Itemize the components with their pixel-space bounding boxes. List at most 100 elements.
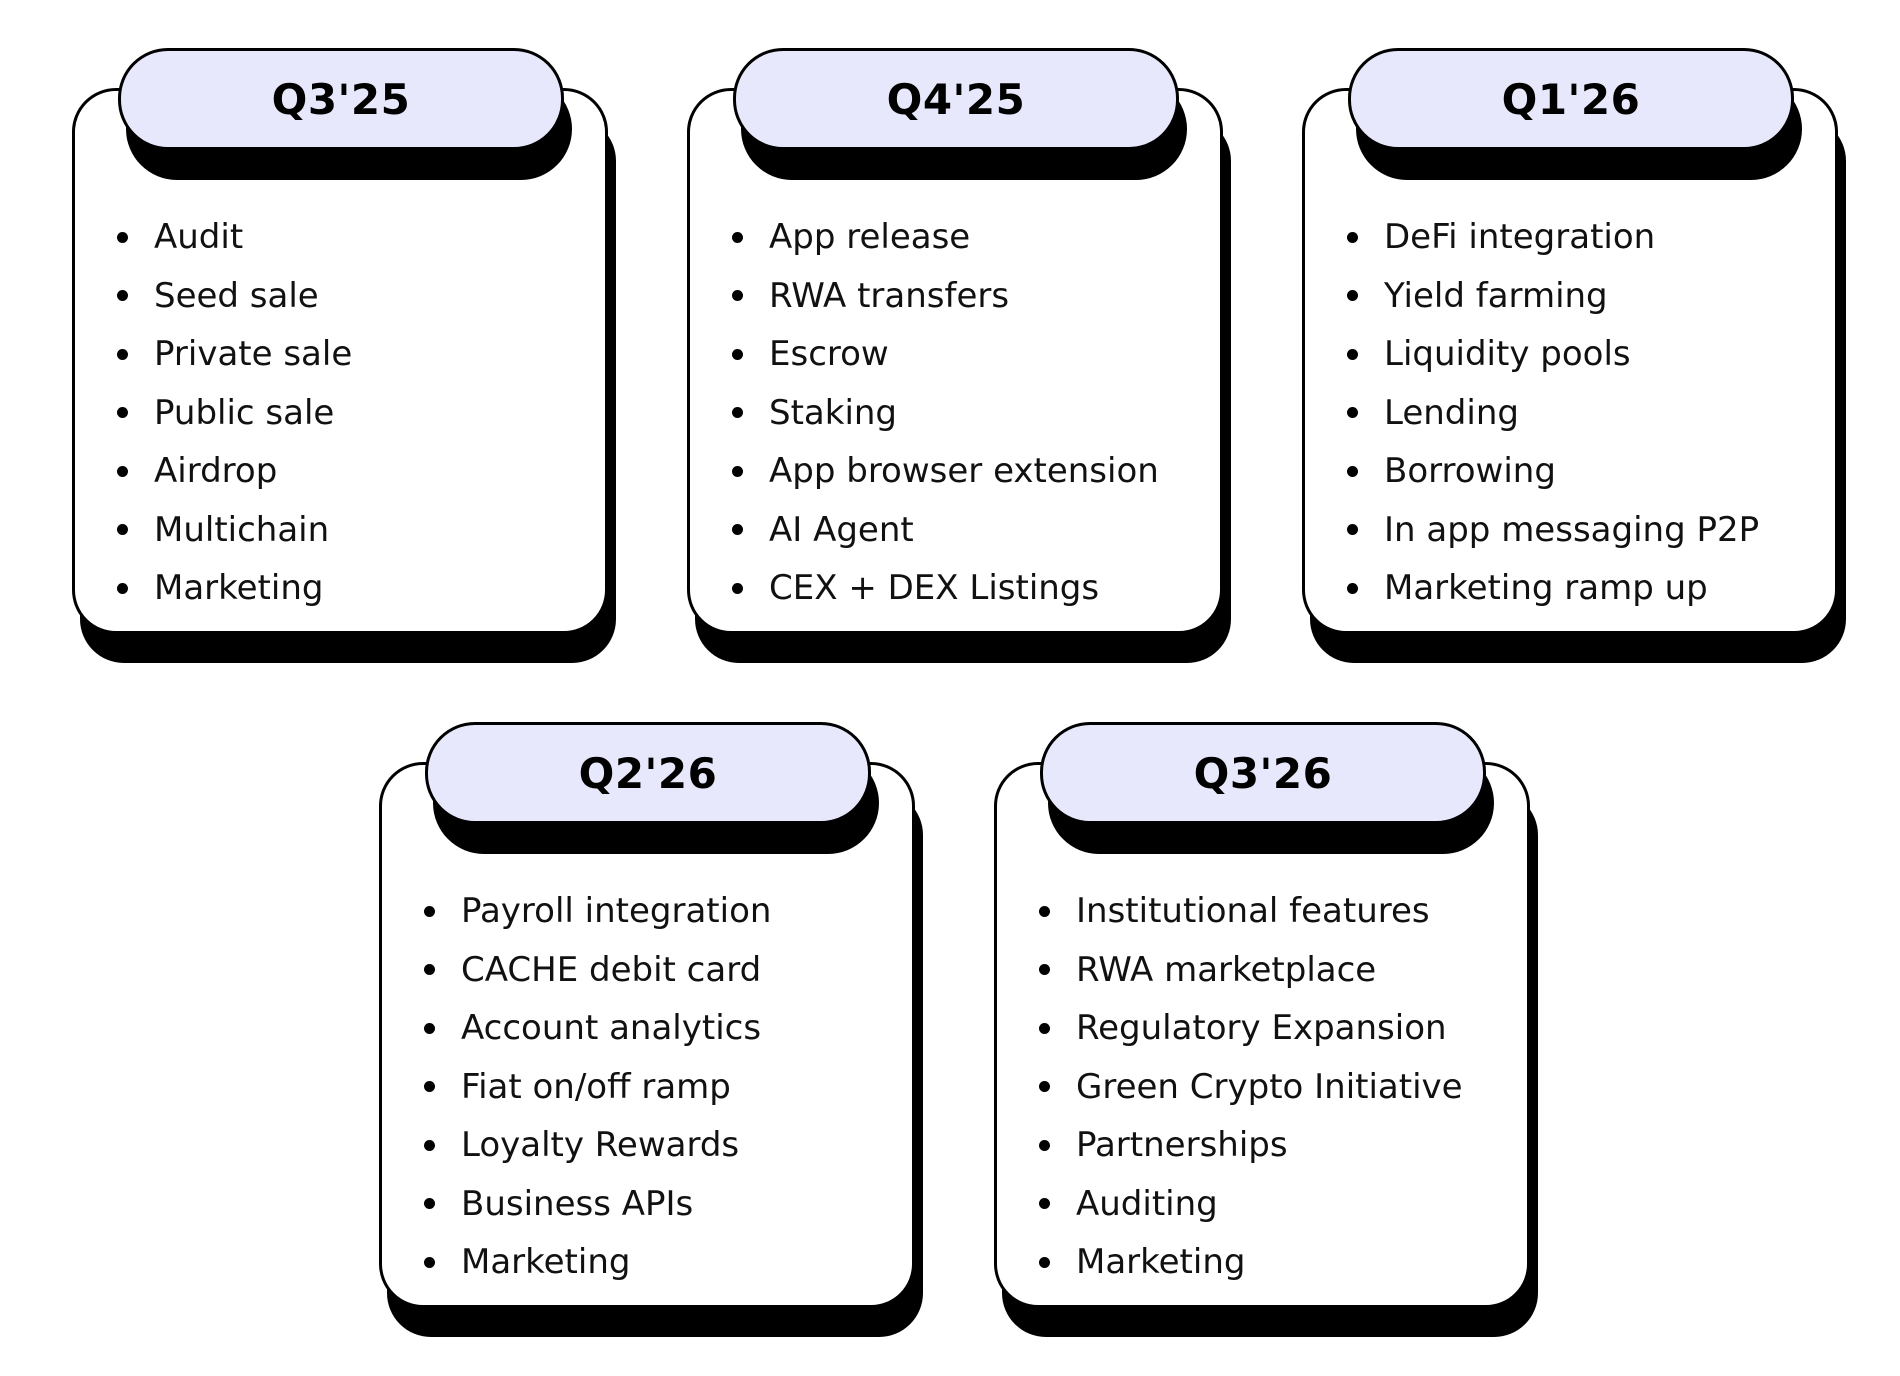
bullet-icon (1347, 231, 1358, 243)
bullet-icon (732, 348, 743, 360)
list-item: Partnerships (1039, 1116, 1463, 1175)
list-item-text: Business APIs (461, 1183, 694, 1224)
list-item-text: Yield farming (1384, 275, 1608, 316)
list-item: Yield farming (1347, 267, 1759, 326)
list-item: Regulatory Expansion (1039, 999, 1463, 1058)
bullet-icon (732, 290, 743, 302)
list-item-text: CACHE debit card (461, 949, 762, 990)
bullet-icon (1039, 905, 1050, 917)
list-item: RWA transfers (732, 267, 1159, 326)
bullet-icon (1347, 524, 1358, 536)
list-item: Airdrop (117, 442, 352, 501)
bullet-icon (1347, 290, 1358, 302)
phase-label: Q3'25 (271, 74, 411, 124)
phase-label: Q3'26 (1193, 748, 1333, 798)
bullet-icon (732, 407, 743, 419)
list-item-text: AI Agent (769, 509, 914, 550)
list-item-text: Marketing (461, 1242, 631, 1283)
list-item-text: Staking (769, 392, 898, 433)
list-item: CACHE debit card (424, 941, 771, 1000)
list-item-text: App release (769, 217, 971, 258)
list-item-text: Green Crypto Initiative (1076, 1066, 1463, 1107)
list-item: Marketing (424, 1233, 771, 1292)
list-item-text: Marketing (1076, 1242, 1246, 1283)
list-item: Fiat on/off ramp (424, 1058, 771, 1117)
list-item: Loyalty Rewards (424, 1116, 771, 1175)
list-item-text: In app messaging P2P (1384, 509, 1760, 550)
bullet-icon (1039, 1198, 1050, 1210)
bullet-icon (424, 1081, 435, 1093)
list-item: DeFi integration (1347, 208, 1759, 267)
list-item-text: Borrowing (1384, 451, 1556, 492)
bullet-icon (424, 1022, 435, 1034)
bullet-icon (1039, 1022, 1050, 1034)
list-item-text: RWA marketplace (1076, 949, 1377, 990)
list-item-text: Multichain (154, 509, 330, 550)
list-item-text: CEX + DEX Listings (769, 568, 1100, 609)
bullet-icon (117, 582, 128, 594)
list-item-text: Payroll integration (461, 891, 772, 932)
list-item: CEX + DEX Listings (732, 559, 1159, 618)
list-item-text: Account analytics (461, 1008, 762, 1049)
list-item: Marketing ramp up (1347, 559, 1759, 618)
bullet-icon (1039, 964, 1050, 976)
bullet-icon (424, 905, 435, 917)
list-item: Liquidity pools (1347, 325, 1759, 384)
list-item: Audit (117, 208, 352, 267)
list-item-text: Private sale (154, 334, 353, 375)
list-item: App browser extension (732, 442, 1159, 501)
list-item-text: Escrow (769, 334, 889, 375)
list-item-text: Auditing (1076, 1183, 1218, 1224)
bullet-icon (117, 290, 128, 302)
list-item-text: Regulatory Expansion (1076, 1008, 1447, 1049)
list-item: In app messaging P2P (1347, 501, 1759, 560)
bullet-icon (1347, 582, 1358, 594)
phase-label: Q4'25 (886, 74, 1026, 124)
list-item: Lending (1347, 384, 1759, 443)
list-item: Staking (732, 384, 1159, 443)
bullet-icon (1347, 465, 1358, 477)
bullet-icon (424, 1139, 435, 1151)
bullet-icon (117, 524, 128, 536)
list-item: Borrowing (1347, 442, 1759, 501)
list-item: Green Crypto Initiative (1039, 1058, 1463, 1117)
list-item-text: Loyalty Rewards (461, 1125, 740, 1166)
bullet-icon (1039, 1256, 1050, 1268)
phase-label: Q1'26 (1501, 74, 1641, 124)
list-item: RWA marketplace (1039, 941, 1463, 1000)
list-item: Private sale (117, 325, 352, 384)
list-item: Public sale (117, 384, 352, 443)
list-item: Payroll integration (424, 882, 771, 941)
bullet-icon (117, 348, 128, 360)
list-item-text: Audit (154, 217, 244, 258)
list-item: Marketing (1039, 1233, 1463, 1292)
list-item: Auditing (1039, 1175, 1463, 1234)
list-item-text: Marketing (154, 568, 324, 609)
list-item: Business APIs (424, 1175, 771, 1234)
phase-label: Q2'26 (578, 748, 718, 798)
bullet-icon (424, 964, 435, 976)
list-item-text: Seed sale (154, 275, 319, 316)
bullet-icon (732, 465, 743, 477)
bullet-icon (424, 1256, 435, 1268)
list-item-text: Marketing ramp up (1384, 568, 1708, 609)
list-item-text: RWA transfers (769, 275, 1010, 316)
list-item-text: Institutional features (1076, 891, 1430, 932)
list-item: Escrow (732, 325, 1159, 384)
phase-header-pill: Q1'26 (1348, 48, 1794, 150)
bullet-icon (1347, 407, 1358, 419)
list-item: App release (732, 208, 1159, 267)
bullet-icon (732, 231, 743, 243)
bullet-icon (1039, 1081, 1050, 1093)
list-item-text: Lending (1384, 392, 1519, 433)
phase-header-pill: Q2'26 (425, 722, 871, 824)
list-item: AI Agent (732, 501, 1159, 560)
